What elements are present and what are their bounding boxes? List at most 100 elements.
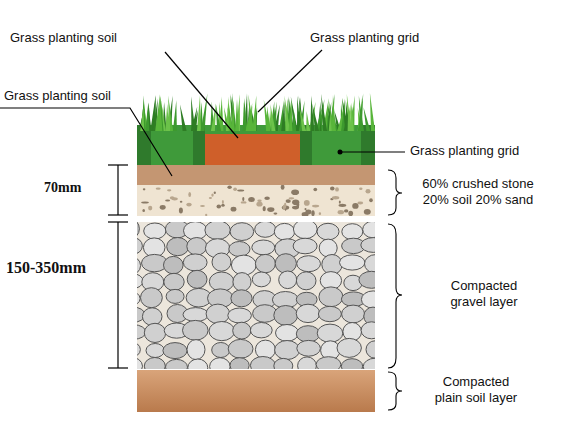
grass-blade [292, 110, 296, 131]
crushed-stone [263, 206, 266, 211]
gravel-stone [230, 223, 254, 241]
crushed-stone [170, 196, 175, 199]
crushed-stone [143, 188, 146, 190]
gravel-stone [317, 324, 343, 342]
gravel-stone [144, 223, 166, 239]
crushed-stone [179, 208, 183, 214]
grass-blade [364, 107, 371, 131]
gravel-stone [233, 273, 251, 292]
crushed-stone [313, 188, 317, 192]
gravel-stone [255, 254, 275, 272]
dimension-tick [108, 214, 128, 215]
layer-label: 60% crushed stone 20% soil 20% sand [412, 176, 544, 208]
gravel-stone [253, 305, 277, 323]
grass-blade [267, 106, 271, 131]
gravel-stone [361, 238, 375, 253]
crushed-stone [330, 186, 335, 190]
gravel-stone [293, 222, 317, 239]
grass-blade [321, 94, 327, 131]
crushed-stone [242, 197, 244, 201]
gravel-stone [250, 323, 272, 338]
crushed-stone [364, 209, 371, 215]
crushed-stone [231, 207, 237, 212]
gravel-stone [183, 254, 207, 271]
crushed-stone [264, 197, 270, 201]
crushed-stone [205, 214, 207, 216]
dimension-line [117, 165, 118, 215]
grass-blade [370, 93, 375, 131]
grass-blade [246, 103, 253, 131]
gravel-stone [252, 272, 270, 287]
gravel-stone [297, 256, 321, 272]
crushed-stone [274, 213, 278, 215]
crushed-stone [339, 200, 341, 203]
grass-blade [235, 99, 239, 131]
crushed-stone [217, 205, 222, 209]
grass-blade [155, 94, 160, 131]
gravel-stone [341, 359, 362, 369]
crushed-stone [352, 203, 358, 209]
gravel-stone [230, 358, 249, 369]
grass-blade [289, 100, 293, 131]
gravel-stone [210, 358, 231, 369]
gravel-stone [228, 339, 253, 358]
crushed-stone [339, 204, 347, 207]
gravel-stone [209, 322, 235, 341]
leader-line [0, 108, 172, 176]
gravel-stone [142, 308, 162, 326]
gravel-stone [275, 341, 300, 360]
crushed-stone [148, 206, 152, 211]
brace [388, 224, 402, 368]
crushed-stone [289, 197, 295, 199]
grass-blade [359, 95, 364, 131]
crushed-stone-dots [141, 185, 373, 216]
crushed-stone [214, 191, 216, 194]
crushed-stone [291, 189, 299, 195]
grass-blade [337, 108, 344, 131]
crushed-stone [292, 200, 299, 206]
crushed-stone [305, 210, 311, 215]
dimension-label: 150-350mm [6, 260, 86, 276]
part-label: Grass planting soil [4, 88, 111, 104]
gravel-stone [137, 342, 140, 358]
gravel-stone [276, 325, 299, 342]
gravel-stone [342, 305, 365, 323]
grass-blade [243, 98, 247, 131]
gravel-stone [279, 271, 297, 289]
crushed-stone [221, 204, 224, 207]
gravel-stone [146, 344, 164, 358]
crushed-stone [237, 190, 244, 192]
crushed-stone [297, 192, 299, 194]
layer-label: Compacted gravel layer [438, 278, 530, 310]
leader-line [165, 52, 238, 138]
grass-blade [264, 100, 270, 131]
grass-blade [312, 104, 319, 131]
gravel-stone [298, 357, 317, 369]
gravel-stone [163, 343, 187, 359]
gravel-stone [164, 256, 184, 273]
gravel-stone [275, 254, 296, 273]
crushed-stone [241, 201, 247, 203]
grass-blade [165, 104, 169, 131]
dimension-tick [108, 164, 128, 165]
gravel-stone [229, 242, 250, 257]
gravel-stone [274, 306, 298, 326]
grass-blade [220, 96, 224, 131]
crushed-stone [332, 196, 339, 199]
gravel-stone [183, 308, 208, 322]
gravel-stone [361, 322, 375, 339]
crushed-stone [167, 189, 171, 191]
crushed-stone [180, 201, 183, 203]
gravel-stone [337, 338, 361, 357]
gravel-stone [319, 239, 337, 257]
crushed-stone [366, 189, 371, 194]
grass-blade [306, 111, 310, 131]
crushed-stone [141, 201, 149, 203]
grass-blade [173, 100, 177, 131]
grass-blade [281, 101, 285, 131]
crushed-stone [256, 202, 262, 207]
gravel-stone [144, 323, 165, 342]
grass-blades [139, 93, 375, 131]
crushed-stone [156, 187, 161, 189]
